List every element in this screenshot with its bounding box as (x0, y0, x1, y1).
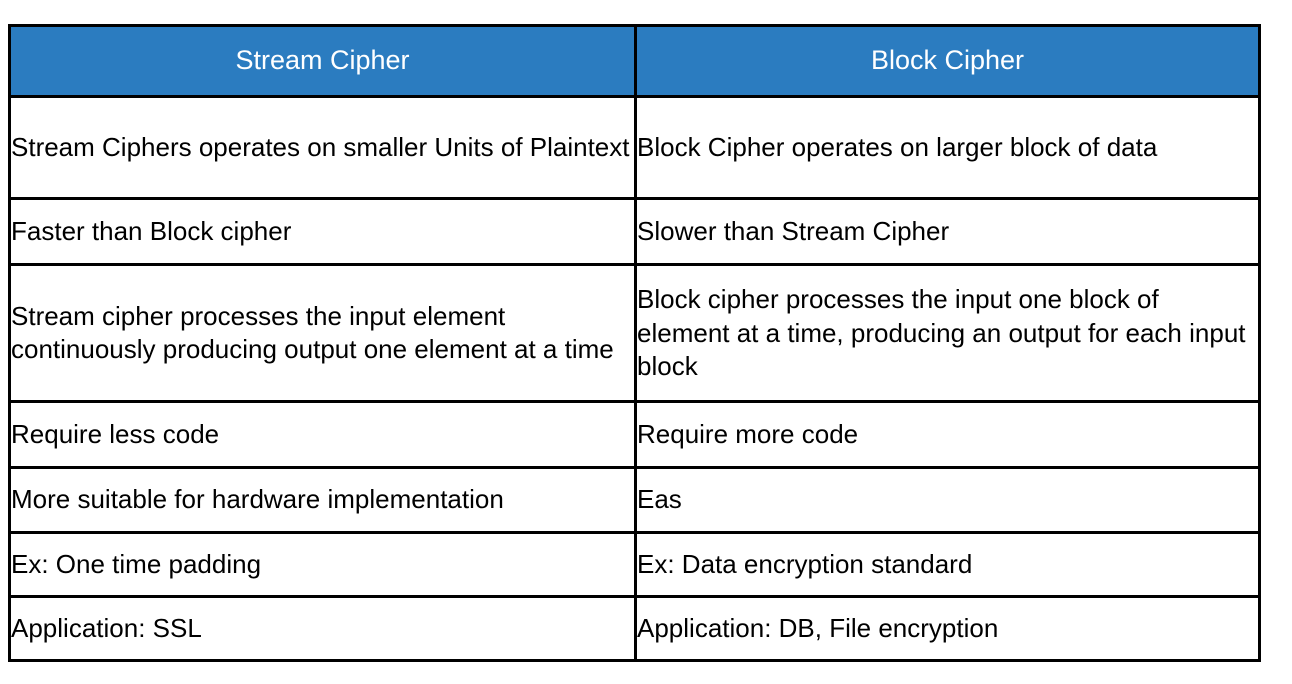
cell-block-cipher: Ex: Data encryption standard (634, 530, 1261, 599)
table-row: Faster than Block cipher Slower than Str… (8, 196, 1261, 267)
table-header-row: Stream Cipher Block Cipher (8, 24, 1261, 98)
table-body: Stream Ciphers operates on smaller Units… (8, 95, 1261, 662)
cell-text: Application: DB, File encryption (637, 613, 999, 643)
cell-text: Application: SSL (11, 613, 202, 643)
table-row: Stream cipher processes the input elemen… (8, 263, 1261, 404)
cell-text: Stream cipher processes the input elemen… (11, 301, 614, 365)
cell-block-cipher: Application: DB, File encryption (634, 595, 1261, 662)
cell-stream-cipher: Ex: One time padding (8, 530, 637, 599)
cell-text: Require less code (11, 418, 220, 449)
table-row: Stream Ciphers operates on smaller Units… (8, 95, 1261, 200)
cell-block-cipher: Eas (634, 465, 1261, 534)
cell-text: Eas (637, 484, 682, 515)
column-header-stream-cipher: Stream Cipher (8, 24, 637, 98)
table-header: Stream Cipher Block Cipher (8, 24, 1261, 98)
table-row: More suitable for hardware implementatio… (8, 465, 1261, 534)
cell-block-cipher: Slower than Stream Cipher (634, 196, 1261, 267)
cell-text: Block Cipher operates on larger block of… (637, 131, 1158, 162)
cell-text: Ex: Data encryption standard (637, 548, 973, 579)
cell-block-cipher: Require more code (634, 400, 1261, 469)
cell-block-cipher: Block Cipher operates on larger block of… (634, 95, 1261, 200)
comparison-table-container: Stream Cipher Block Cipher Stream Cipher… (8, 24, 1261, 662)
cipher-comparison-table: Stream Cipher Block Cipher Stream Cipher… (8, 24, 1261, 662)
column-header-block-cipher: Block Cipher (634, 24, 1261, 98)
cell-stream-cipher: Faster than Block cipher (8, 196, 637, 267)
cell-text: Block cipher processes the input one blo… (637, 284, 1246, 381)
cell-text: Stream Ciphers operates on smaller Units… (11, 131, 630, 162)
cell-stream-cipher: Stream cipher processes the input elemen… (8, 263, 637, 404)
cell-text: Slower than Stream Cipher (637, 215, 950, 246)
cell-text: Require more code (637, 418, 859, 449)
table-row: Require less code Require more code (8, 400, 1261, 469)
cell-text: Ex: One time padding (11, 548, 262, 579)
cell-stream-cipher: Require less code (8, 400, 637, 469)
cell-block-cipher: Block cipher processes the input one blo… (634, 263, 1261, 404)
cell-stream-cipher: Application: SSL (8, 595, 637, 662)
cell-text: Faster than Block cipher (11, 215, 292, 246)
cell-stream-cipher: More suitable for hardware implementatio… (8, 465, 637, 534)
cell-stream-cipher: Stream Ciphers operates on smaller Units… (8, 95, 637, 200)
table-row: Application: SSL Application: DB, File e… (8, 595, 1261, 662)
table-row: Ex: One time padding Ex: Data encryption… (8, 530, 1261, 599)
cell-text: More suitable for hardware implementatio… (11, 484, 504, 515)
